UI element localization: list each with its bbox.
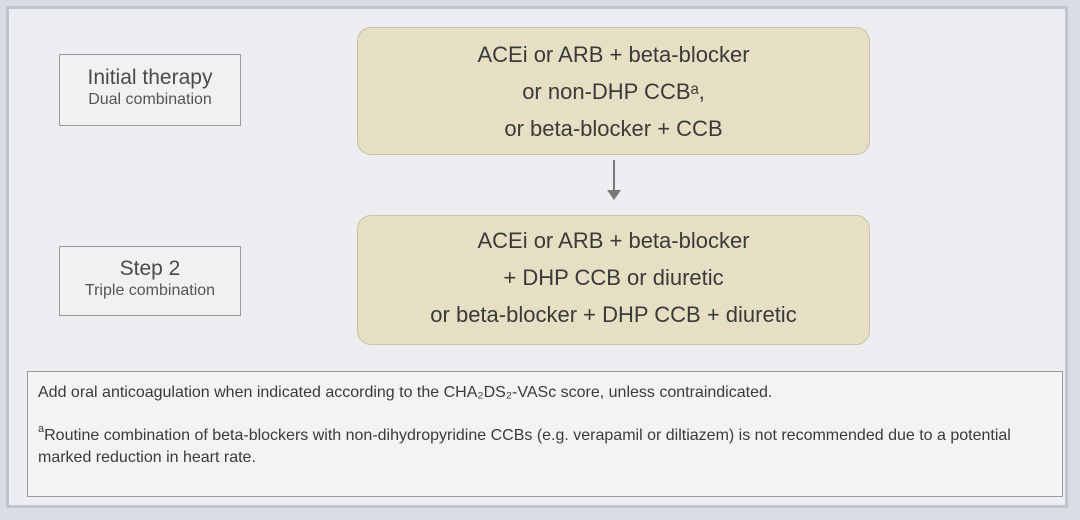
therapy-line: ACEi or ARB + beta-blocker	[477, 228, 750, 253]
therapy-line: or beta-blocker + CCB	[504, 116, 723, 141]
therapy-line: or non-DHP CCBᵃ,	[522, 79, 705, 104]
footnote-text: Routine combination of beta-blockers wit…	[38, 427, 1011, 466]
stage-title: Step 2	[119, 257, 181, 280]
notes-box: Add oral anticoagulation when indicated …	[27, 371, 1063, 497]
stage-subtitle: Dual combination	[88, 91, 212, 108]
therapy-line: ACEi or ARB + beta-blocker	[477, 42, 750, 67]
diagram-frame: Initial therapy Dual combination ACEi or…	[6, 6, 1068, 508]
stage-label-initial: Initial therapy Dual combination	[59, 54, 241, 126]
flow-arrow-head-icon	[607, 190, 621, 200]
therapy-line: + DHP CCB or diuretic	[503, 265, 724, 290]
stage-subtitle: Triple combination	[84, 282, 216, 299]
flow-arrow-line	[613, 160, 615, 192]
footnote: aRoutine combination of beta-blockers wi…	[38, 418, 1052, 469]
therapy-box-step2: ACEi or ARB + beta-blocker + DHP CCB or …	[357, 215, 870, 345]
footnote-marker: a	[38, 423, 45, 435]
stage-title: Initial therapy	[87, 66, 213, 89]
therapy-box-initial: ACEi or ARB + beta-blocker or non-DHP CC…	[357, 27, 870, 155]
anticoagulation-note: Add oral anticoagulation when indicated …	[38, 384, 773, 401]
stage-label-step2: Step 2 Triple combination	[59, 246, 241, 316]
therapy-line: or beta-blocker + DHP CCB + diuretic	[430, 302, 797, 327]
